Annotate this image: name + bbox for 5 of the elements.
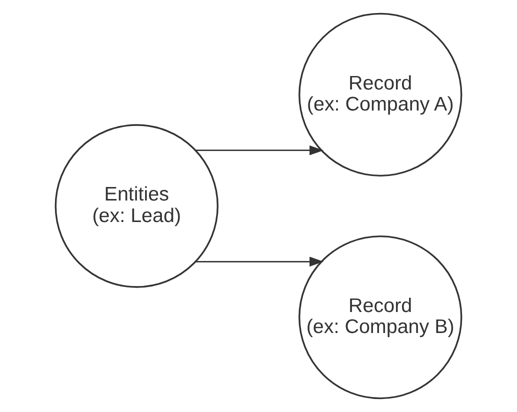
node-circle: Entities (ex: Lead): [54, 124, 218, 288]
node-circle: Record (ex: Company B): [298, 235, 462, 400]
node-circle: Record (ex: Company A): [298, 12, 462, 177]
arrow: [196, 256, 324, 267]
arrow: [196, 145, 324, 156]
